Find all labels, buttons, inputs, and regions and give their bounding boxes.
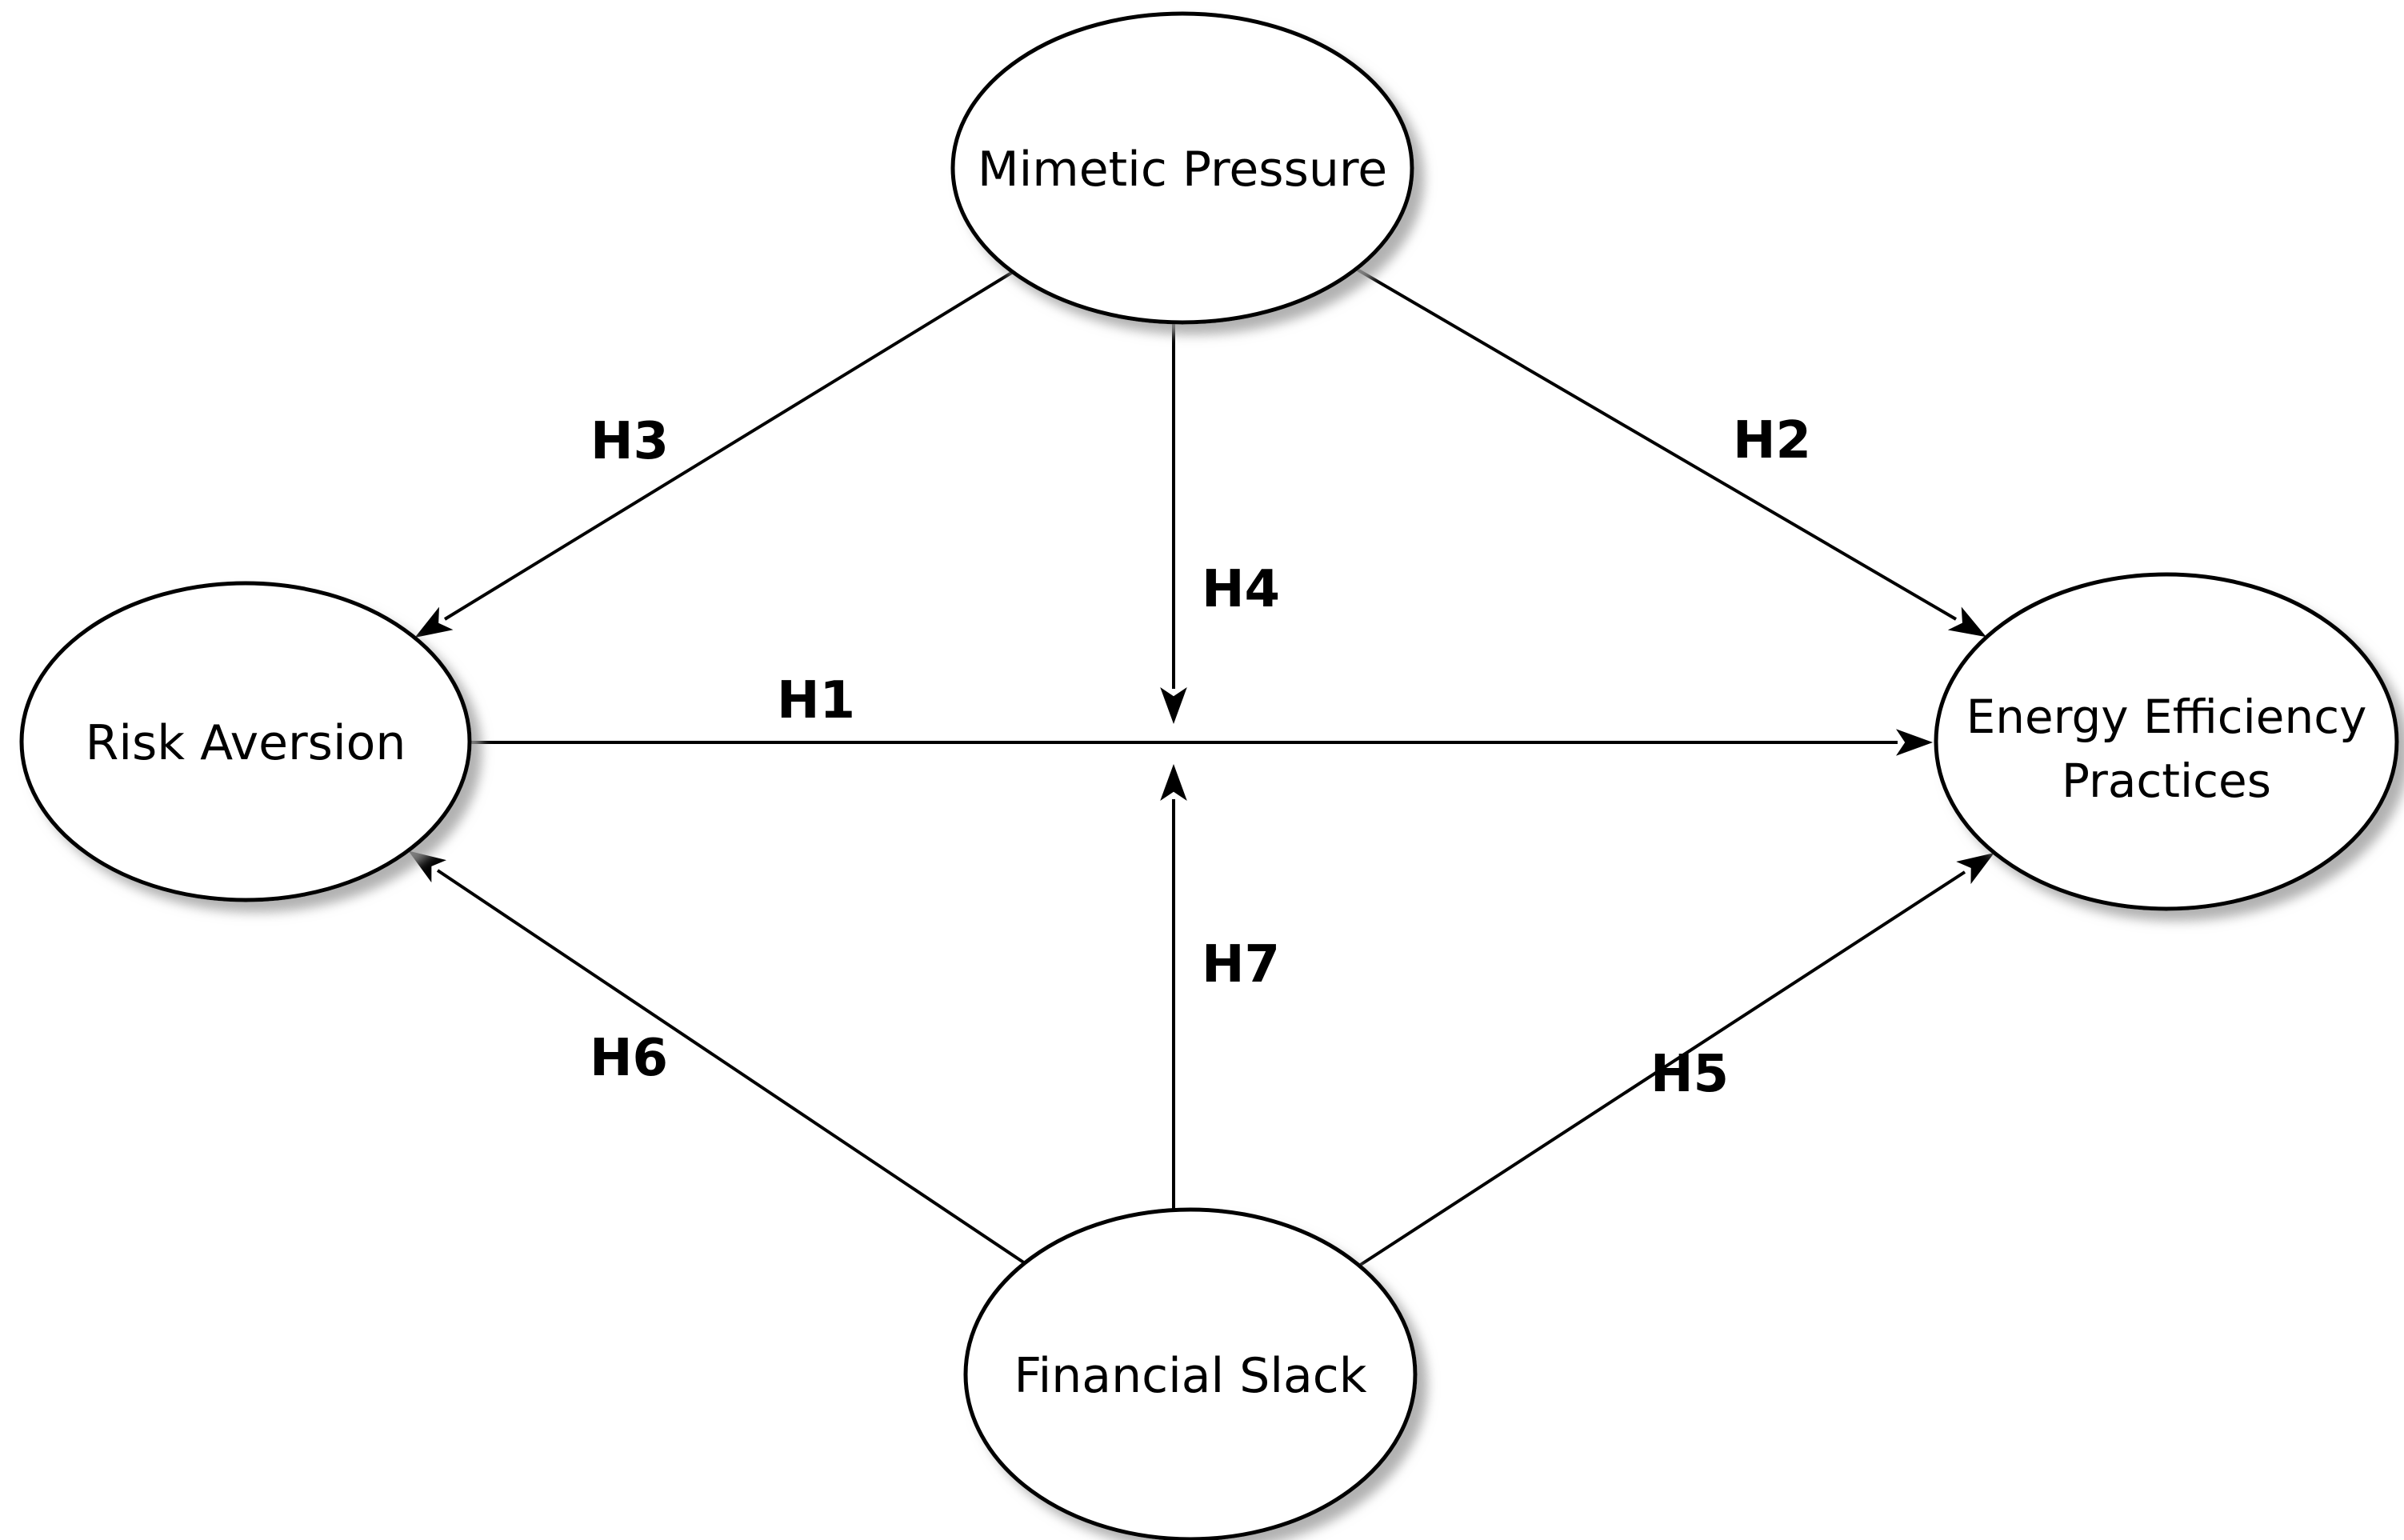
edge-h3-arrow: [414, 270, 1014, 638]
node-risk-aversion-shape: [19, 581, 472, 902]
edge-h7-label: H7: [1202, 935, 1280, 994]
node-energy-efficiency-practices-shape: [1934, 572, 2399, 911]
edge-h1-label: H1: [777, 671, 855, 730]
edge-h6-arrow: [408, 850, 1026, 1265]
node-financial-slack-label: Financial Slack: [1014, 1348, 1366, 1404]
edge-h2-arrow: [1354, 267, 1986, 638]
edge-h4-label: H4: [1202, 560, 1280, 619]
node-energy-efficiency-practices: Energy Efficiency Practices: [1934, 572, 2399, 911]
node-risk-aversion-label: Risk Aversion: [86, 715, 406, 771]
edges-layer: [408, 267, 1994, 1267]
edge-h2-label: H2: [1733, 411, 1811, 470]
edge-h6-label: H6: [590, 1029, 668, 1088]
node-financial-slack-shape: [963, 1207, 1418, 1540]
node-mimetic-pressure-shape: [950, 11, 1414, 325]
node-mimetic-pressure-label: Mimetic Pressure: [978, 142, 1387, 198]
node-energy-efficiency-practices-label-line1: Energy Efficiency: [1966, 690, 2367, 744]
node-risk-aversion: Risk Aversion: [19, 581, 472, 902]
edge-h5-arrow: [1358, 853, 1994, 1267]
edge-labels-layer: H3 H2 H4 H1 H7 H6 H5: [590, 411, 1811, 1104]
edge-h5-label: H5: [1650, 1045, 1729, 1104]
edge-h3-label: H3: [590, 412, 669, 471]
node-financial-slack: Financial Slack: [963, 1207, 1418, 1540]
node-mimetic-pressure: Mimetic Pressure: [950, 11, 1414, 325]
node-energy-efficiency-practices-label-line2: Practices: [2062, 754, 2271, 808]
